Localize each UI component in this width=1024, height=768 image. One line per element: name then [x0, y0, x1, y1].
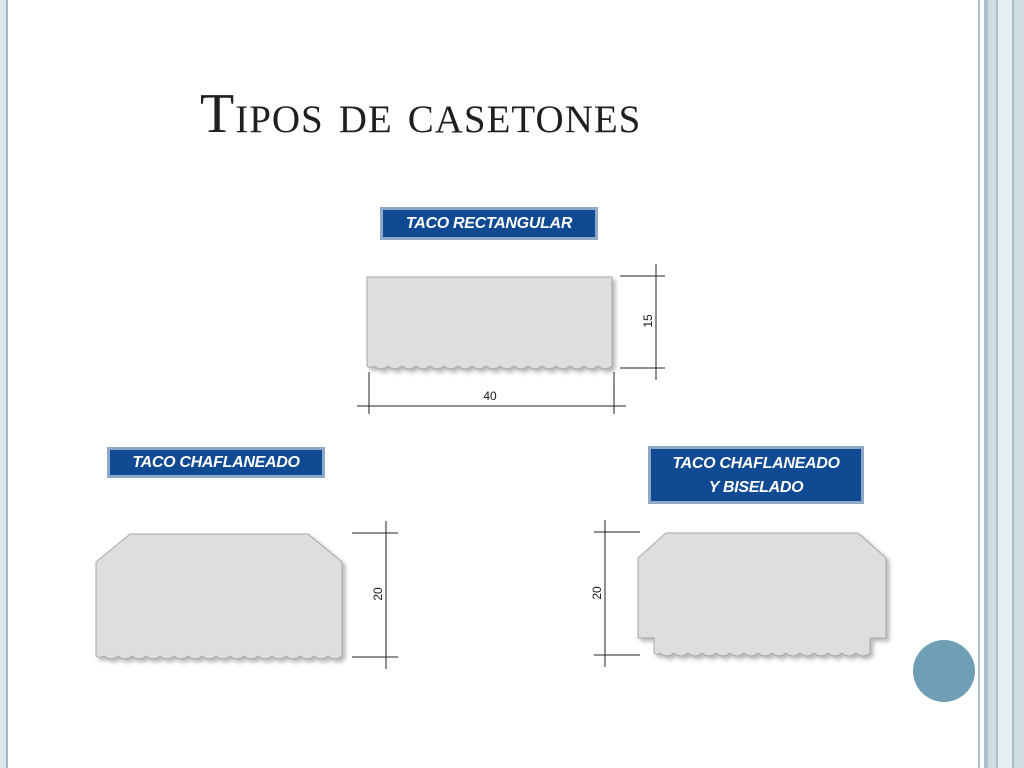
- chaf-height-label: 20: [371, 587, 385, 601]
- label-taco-chaflaneado: TACO CHAFLANEADO: [107, 447, 325, 478]
- left-frame-border: [0, 0, 12, 768]
- rect-width-label: 40: [483, 389, 497, 403]
- rect-height-label: 15: [641, 314, 655, 328]
- rectangular-block: [366, 276, 613, 370]
- rect-width-dimension: [357, 372, 626, 414]
- right-frame-border: [976, 0, 1024, 768]
- chaf-height-dimension: [352, 521, 398, 669]
- slide-title: Tipos de casetones: [200, 83, 642, 145]
- bisel-height-dimension: [594, 520, 640, 667]
- label-taco-rectangular: TACO RECTANGULAR: [380, 207, 598, 240]
- chaflaneado-biselado-block: [637, 532, 887, 657]
- label-taco-chaflaneado-biselado: TACO CHAFLANEADO Y BISELADO: [648, 446, 864, 504]
- rect-height-dimension: [620, 264, 665, 380]
- accent-circle: [913, 640, 975, 702]
- bisel-height-label: 20: [590, 586, 604, 600]
- chaflaneado-block: [95, 533, 343, 660]
